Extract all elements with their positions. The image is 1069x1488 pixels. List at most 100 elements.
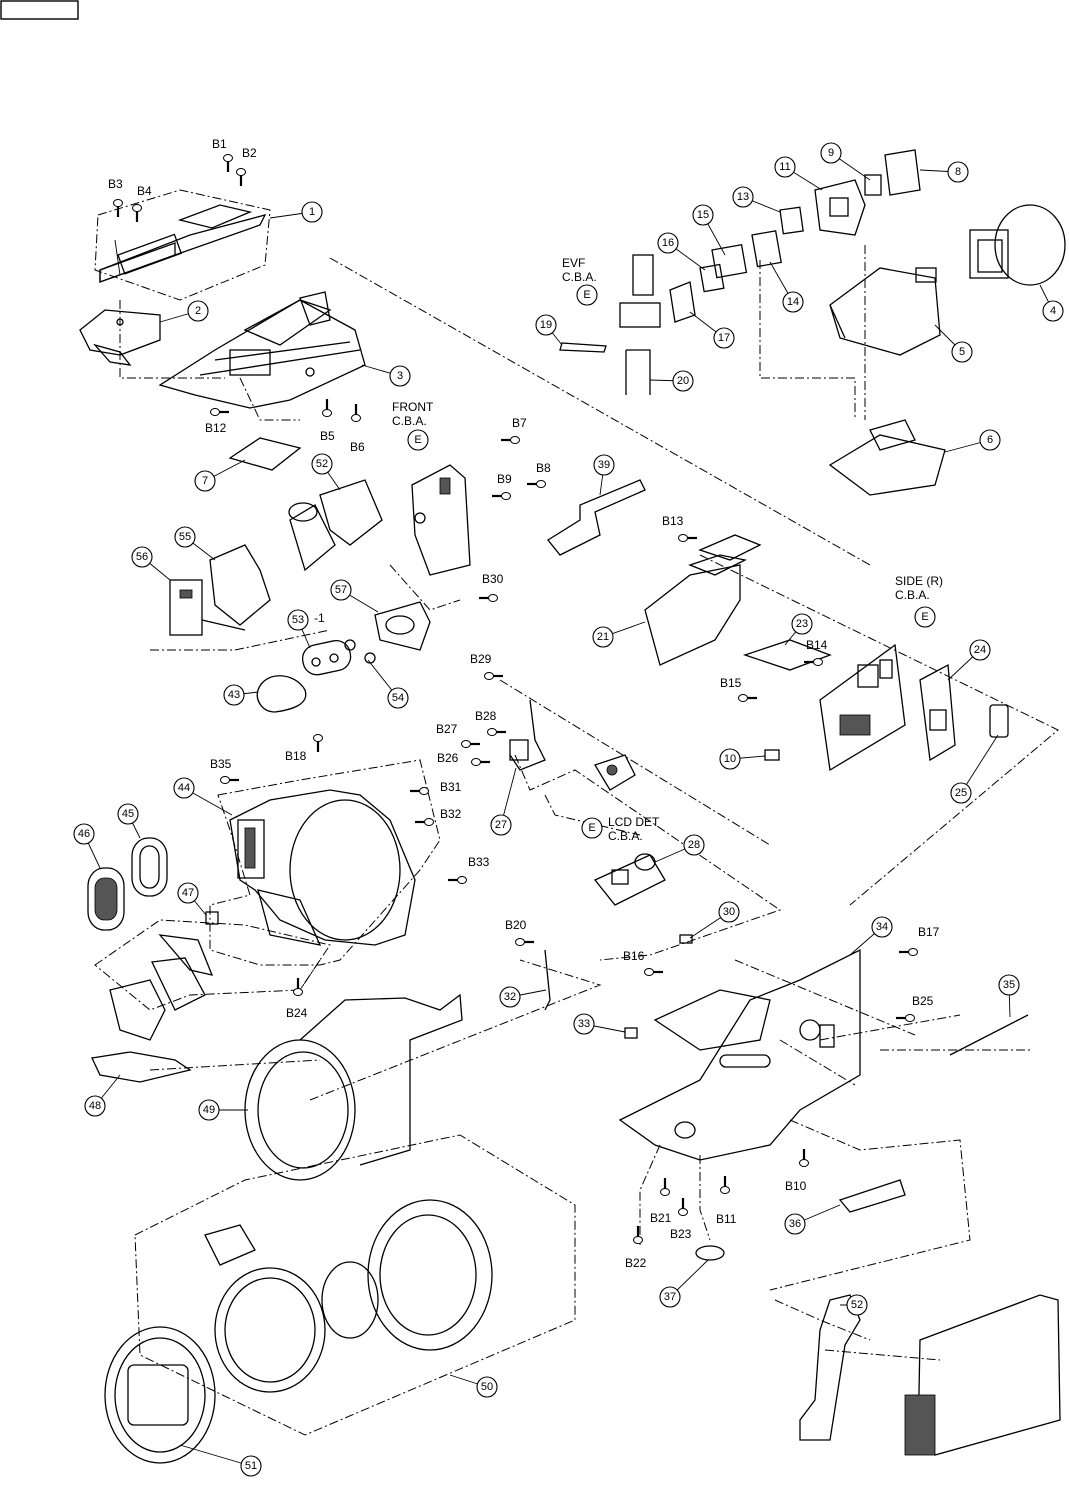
circle-callout-icon — [683, 834, 705, 856]
part-50-lcd-panel — [799, 1294, 1061, 1456]
circle-callout-icon — [240, 1455, 262, 1477]
callout-45: 45 — [117, 803, 141, 839]
board-lcd-line1: LCD DET — [608, 815, 660, 829]
grip-pads — [109, 934, 214, 1041]
callout-8: 8 — [919, 161, 969, 183]
screws — [113, 154, 918, 1244]
circle-callout-icon — [198, 1099, 220, 1121]
callout-53: 53 — [287, 609, 311, 649]
part-53-bracket — [209, 544, 271, 626]
callout-number: 53 — [292, 614, 304, 626]
screw-label-b25: B25 — [912, 994, 934, 1008]
part-52-suffix: -1 — [314, 611, 325, 625]
screw-icon — [479, 594, 498, 602]
assembly-lines — [119, 245, 1059, 1361]
part-3-frame — [158, 291, 366, 409]
screw-label-b9: B9 — [497, 472, 512, 486]
callout-number: 45 — [122, 808, 134, 820]
screw-head — [351, 414, 361, 422]
callout-number: 21 — [597, 631, 609, 643]
screw-icon — [448, 876, 467, 884]
part-4-eyecup — [969, 204, 1066, 286]
lcd-det-board — [594, 754, 636, 791]
screw-head — [220, 776, 230, 784]
board-front-line1: FRONT — [392, 400, 434, 414]
screw-icon — [293, 978, 303, 996]
part-45-ring — [131, 837, 168, 897]
part-2-bracket — [79, 309, 161, 366]
callout-number: 2 — [195, 305, 201, 317]
screw-icon — [492, 492, 511, 500]
callout-number: 44 — [178, 782, 190, 794]
callout-number: 49 — [203, 1104, 215, 1116]
circle-callout-icon — [732, 186, 754, 208]
circle-callout-icon — [672, 370, 694, 392]
part-17-lcd — [669, 281, 696, 323]
screw-head — [223, 154, 233, 162]
callout-50: 50 — [449, 1374, 498, 1398]
screw-label-b26: B26 — [437, 751, 459, 765]
callout-number: 36 — [789, 1218, 801, 1230]
screw-label-b14: B14 — [806, 638, 828, 652]
screw-icon — [236, 168, 246, 186]
screw-label-b35: B35 — [210, 757, 232, 771]
circle-callout-icon — [820, 142, 842, 164]
screw-head — [720, 1186, 730, 1194]
callout-number: 48 — [89, 1100, 101, 1112]
screw-icon — [678, 534, 697, 542]
screw-label-b4: B4 — [137, 184, 152, 198]
screw-head — [799, 1159, 809, 1167]
circle-callout-icon — [117, 803, 139, 825]
circle-callout-icon — [84, 1095, 106, 1117]
part-49-filter-ring — [104, 1326, 216, 1464]
board-side-line2: C.B.A. — [895, 588, 930, 602]
callout-32: 32 — [499, 986, 547, 1008]
callout-37: 37 — [659, 1259, 709, 1308]
screw-label-b11: B11 — [716, 1212, 737, 1226]
screw-head — [113, 199, 123, 207]
circle-callout-icon — [287, 609, 309, 631]
part-23-sheet — [742, 639, 832, 671]
screw-head — [461, 740, 471, 748]
screw-label-b3: B3 — [108, 177, 123, 191]
screw-icon — [132, 204, 142, 222]
circle-callout-icon — [657, 232, 679, 254]
callout-leader — [960, 734, 999, 794]
callout-number: 47 — [182, 887, 194, 899]
board-lcd-marker: E — [588, 822, 595, 834]
circle-callout-icon — [969, 639, 991, 661]
board-evf-line2: C.B.A. — [562, 270, 597, 284]
callout-number: 4 — [1050, 305, 1056, 317]
callout-number: 8 — [955, 166, 961, 178]
callout-47: 47 — [177, 882, 207, 916]
circle-callout-icon — [301, 201, 323, 223]
circle-callout-icon — [593, 454, 615, 476]
circle-callout-icon — [499, 986, 521, 1008]
screw-icon — [678, 1198, 688, 1216]
part-16-sheet — [699, 263, 725, 293]
board-evf-marker: E — [583, 289, 590, 301]
part-19-strip — [559, 342, 607, 353]
screw-label-b27: B27 — [436, 722, 458, 736]
circle-callout-icon — [535, 314, 557, 336]
screw-head — [293, 988, 303, 996]
circle-callout-icon — [173, 777, 195, 799]
callout-number: 46 — [78, 828, 90, 840]
callout-1: 1 — [269, 201, 323, 223]
circle-callout-icon — [476, 1376, 498, 1398]
screw-head — [633, 1236, 643, 1244]
part-21-shield — [644, 534, 762, 666]
callout-number: 30 — [723, 906, 735, 918]
screw-icon — [471, 758, 490, 766]
callout-17: 17 — [689, 311, 735, 349]
callout-number: 52 — [851, 1299, 863, 1311]
callout-number: 39 — [598, 459, 610, 471]
callout-13: 13 — [732, 186, 781, 213]
callout-number: 11 — [779, 161, 790, 173]
evf-flex-connector — [619, 254, 661, 328]
callout-number: 43 — [228, 689, 240, 701]
callout-16: 16 — [657, 232, 706, 271]
callout-54: 54 — [367, 659, 409, 709]
part-10-sheet — [764, 749, 780, 761]
screw-label-b6: B6 — [350, 440, 365, 454]
